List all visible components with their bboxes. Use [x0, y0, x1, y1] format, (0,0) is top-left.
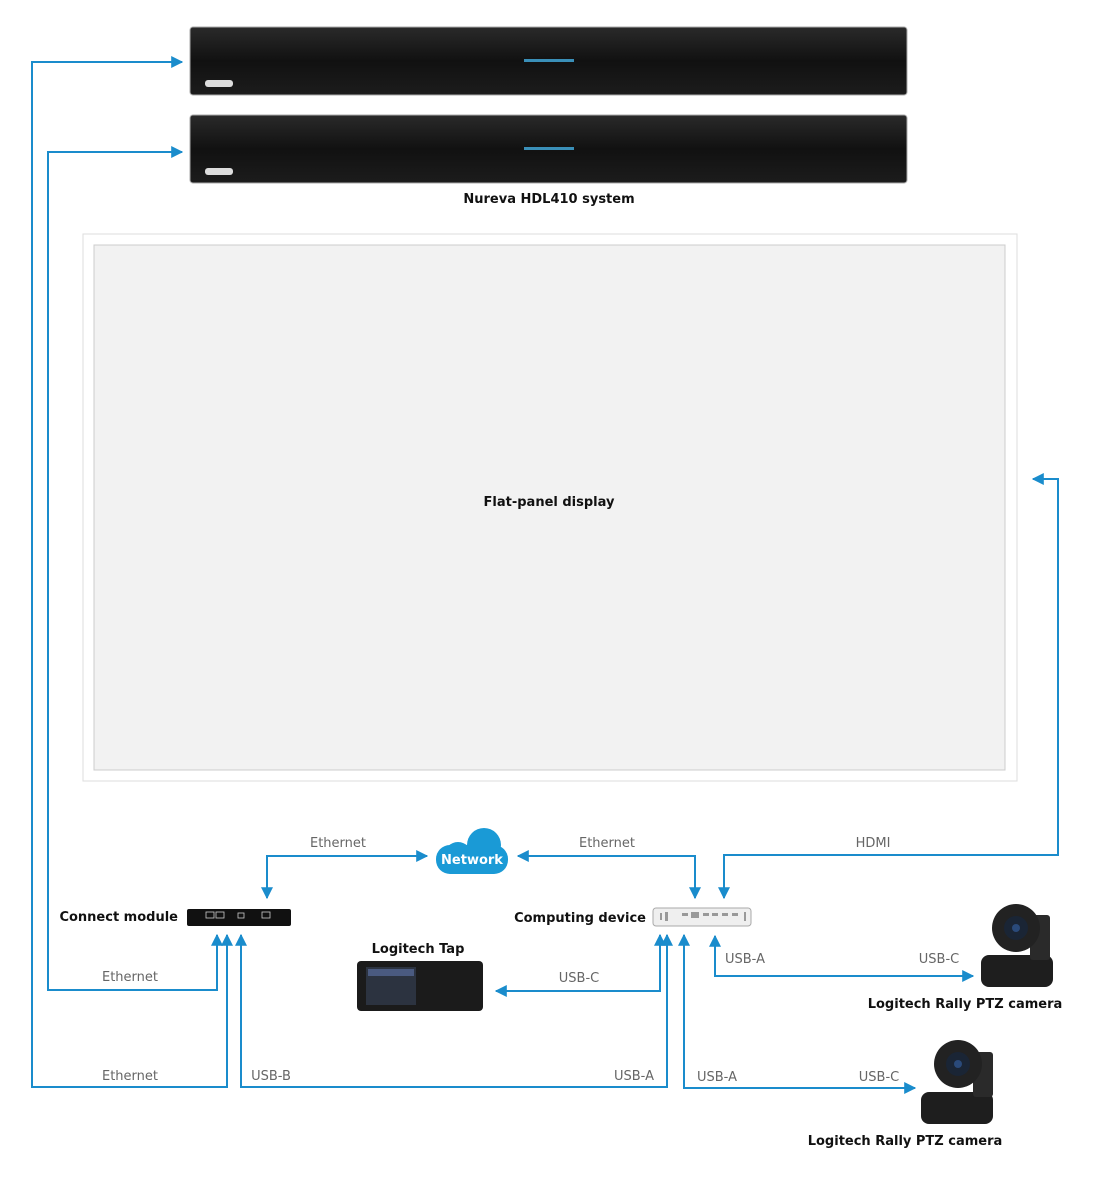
logitech-tap: [357, 961, 483, 1011]
display-label: Flat-panel display: [484, 495, 615, 510]
label-computing-network: Ethernet: [579, 836, 635, 851]
network-cloud: [436, 828, 508, 874]
label-tap-usb-c: USB-C: [559, 971, 599, 986]
wire-bar2-ethernet: [47, 146, 223, 991]
wire-tap-usb-c: [494, 933, 666, 997]
label-cam1-usb-a: USB-A: [725, 952, 765, 967]
rally-ptz-camera-1: [981, 904, 1053, 987]
label-connect-network: Ethernet: [310, 836, 366, 851]
rally-ptz-camera-2: [921, 1040, 993, 1124]
wire-camera-2: [678, 933, 917, 1094]
label-usb-b: USB-B: [251, 1069, 291, 1084]
soundbar-1: [189, 26, 908, 96]
wire-bar1-ethernet: [31, 56, 233, 1088]
camera-1-label: Logitech Rally PTZ camera: [868, 997, 1063, 1012]
tap-label: Logitech Tap: [372, 942, 465, 957]
label-hdmi: HDMI: [856, 836, 891, 851]
soundbar-system-label: Nureva HDL410 system: [463, 192, 634, 207]
connect-module: [187, 909, 291, 926]
network-label: Network: [441, 853, 503, 868]
wire-connect-network: [261, 850, 429, 900]
connect-module-label: Connect module: [59, 910, 178, 925]
camera-2-label: Logitech Rally PTZ camera: [808, 1134, 1003, 1149]
label-bar2-ethernet: Ethernet: [102, 970, 158, 985]
soundbar-2: [189, 114, 908, 184]
wire-usb-b: [235, 933, 673, 1088]
computing-device: [652, 907, 752, 927]
wire-camera-1: [709, 934, 975, 982]
label-bar1-ethernet: Ethernet: [102, 1069, 158, 1084]
wire-hdmi: [718, 473, 1059, 900]
label-usb-a-connect: USB-A: [614, 1069, 654, 1084]
computing-device-label: Computing device: [514, 911, 646, 926]
label-cam2-usb-a: USB-A: [697, 1070, 737, 1085]
label-cam1-usb-c: USB-C: [919, 952, 959, 967]
wire-computing-network: [516, 850, 701, 900]
label-cam2-usb-c: USB-C: [859, 1070, 899, 1085]
